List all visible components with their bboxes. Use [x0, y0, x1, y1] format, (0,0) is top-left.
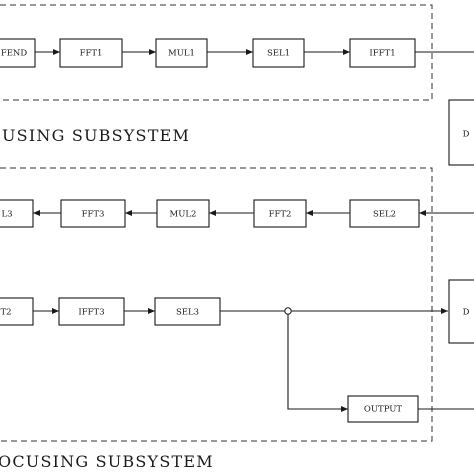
- junction-node: [284, 307, 292, 315]
- block-ifft1: [349, 38, 416, 68]
- block-sel3: [154, 297, 221, 326]
- block-left-row3-label: T2: [0, 308, 11, 318]
- block-left-row2: [0, 199, 34, 228]
- block-left-row2-label: L3: [1, 210, 12, 220]
- block-left-row3: [0, 297, 34, 326]
- block-mul1: [155, 38, 208, 68]
- block-frontend: [0, 38, 36, 68]
- block-fft1: [59, 38, 123, 68]
- block-d-top-label: D: [463, 130, 470, 140]
- block-d-top: [448, 99, 474, 166]
- block-mul2-label: MUL2: [170, 210, 197, 220]
- block-fft3-label: FFT3: [82, 210, 105, 220]
- top-subsystem-label: USING SUBSYSTEM: [2, 126, 190, 145]
- block-mul1-label: MUL1: [168, 49, 195, 59]
- block-fft2: [253, 199, 307, 228]
- block-mul2: [156, 199, 210, 228]
- block-ifft3-label: IFFT3: [78, 308, 104, 318]
- bottom-subsystem-label: OCUSING SUBSYSTEM: [0, 452, 214, 471]
- block-sel1-label: SEL1: [267, 49, 290, 59]
- block-sel1: [252, 38, 305, 68]
- block-output-label: OUTPUT: [364, 405, 403, 415]
- block-ifft3: [58, 297, 125, 326]
- block-ifft1-label: IFFT1: [369, 49, 395, 59]
- block-sel2: [349, 199, 420, 228]
- top-subsystem-boundary: [0, 4, 433, 101]
- block-d-bottom: [448, 279, 474, 344]
- block-frontend-label: FEND: [1, 49, 28, 59]
- block-sel2-label: SEL2: [373, 210, 396, 220]
- wire-junction-output: [287, 314, 348, 412]
- block-sel3-label: SEL3: [176, 308, 199, 318]
- block-fft1-label: FFT1: [80, 49, 103, 59]
- block-d-bottom-label: D: [463, 308, 470, 318]
- block-output: [347, 395, 419, 423]
- block-fft2-label: FFT2: [269, 210, 292, 220]
- block-fft3: [60, 199, 126, 228]
- bottom-subsystem-boundary: [0, 167, 433, 442]
